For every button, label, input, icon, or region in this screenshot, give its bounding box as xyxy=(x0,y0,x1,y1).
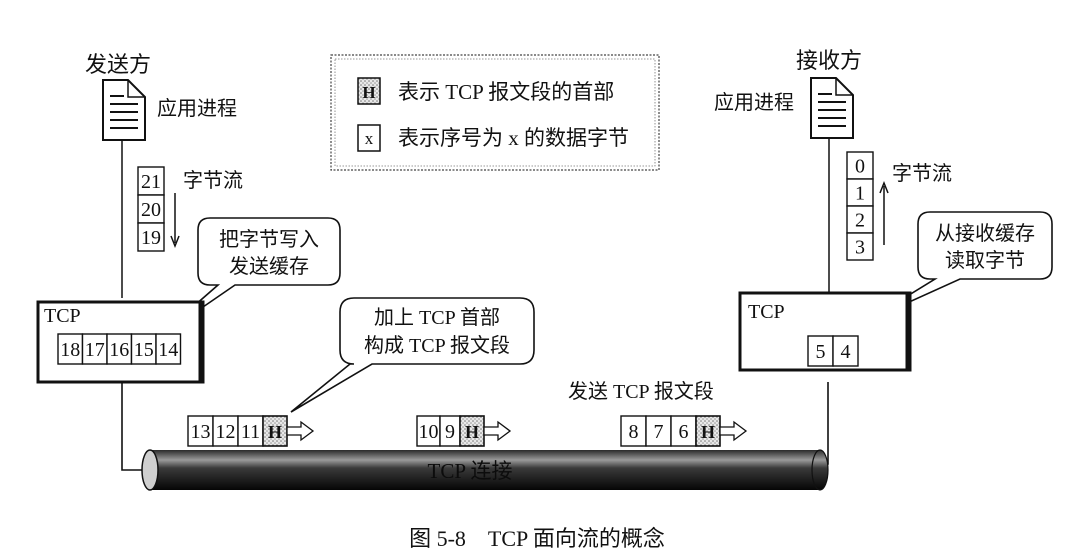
byte-label: 1 xyxy=(855,183,865,205)
svg-text:读取字节: 读取字节 xyxy=(945,249,1025,272)
byte-label: 15 xyxy=(134,339,154,361)
receiver-process-label: 应用进程 xyxy=(714,91,794,114)
direction-arrow-icon xyxy=(483,420,512,442)
byte-label: 5 xyxy=(816,341,826,363)
byte-label: 11 xyxy=(241,421,260,443)
byte-label: 10 xyxy=(419,421,439,443)
byte-cell: 4 xyxy=(832,335,859,367)
byte-cell: 21 xyxy=(137,166,165,196)
sender-stream-arrow xyxy=(170,193,180,249)
byte-cell: 15 xyxy=(130,333,157,365)
byte-cell: 17 xyxy=(81,333,108,365)
sender-stream-label: 字节流 xyxy=(183,169,243,192)
figure-caption: 图 5-8 TCP 面向流的概念 xyxy=(409,526,665,551)
receiver-stream-arrow xyxy=(879,180,889,245)
byte-cell: 9 xyxy=(439,415,461,447)
byte-label: 3 xyxy=(855,237,865,259)
header-symbol: H xyxy=(701,422,715,442)
byte-cell: 12 xyxy=(212,415,239,447)
middle-callout: 加上 TCP 首部 构成 TCP 报文段 xyxy=(290,297,535,413)
legend-header-text: 表示 TCP 报文段的首部 xyxy=(398,80,614,104)
header-symbol: H xyxy=(268,422,282,442)
receiver-document-icon xyxy=(810,77,854,139)
sender-title: 发送方 xyxy=(85,52,151,77)
legend: H 表示 TCP 报文段的首部 x 表示序号为 x 的数据字节 xyxy=(330,54,660,171)
byte-label: 18 xyxy=(60,339,80,361)
tcp-connection-pipe: TCP 连接 xyxy=(121,382,829,491)
byte-cell: 11 xyxy=(237,415,264,447)
legend-header-icon: H xyxy=(357,77,381,105)
svg-text:x: x xyxy=(365,129,374,148)
byte-cell: 18 xyxy=(57,333,84,365)
direction-arrow-icon xyxy=(286,420,315,442)
byte-cell: 7 xyxy=(645,415,672,447)
legend-byte-text: 表示序号为 x 的数据字节 xyxy=(398,126,629,150)
byte-cell: 10 xyxy=(416,415,441,447)
connection-label: TCP 连接 xyxy=(428,459,513,483)
byte-cell: 19 xyxy=(137,222,165,252)
byte-label: 13 xyxy=(191,421,211,443)
byte-cell: 8 xyxy=(620,415,647,447)
byte-label: 20 xyxy=(141,199,161,221)
receiver-callout: 从接收缓存 读取字节 xyxy=(864,211,1053,323)
byte-label: 19 xyxy=(141,227,161,249)
byte-cell: 0 xyxy=(846,151,874,180)
direction-arrow-icon xyxy=(719,420,748,442)
byte-label: 4 xyxy=(841,341,851,363)
byte-cell: 2 xyxy=(846,205,874,234)
byte-cell: 6 xyxy=(670,415,697,447)
legend-byte-icon: x xyxy=(357,124,381,152)
svg-text:构成 TCP 报文段: 构成 TCP 报文段 xyxy=(364,334,510,357)
segment-header: H xyxy=(459,415,485,447)
segment-header: H xyxy=(262,415,288,447)
svg-text:把字节写入: 把字节写入 xyxy=(219,228,319,251)
receiver-title: 接收方 xyxy=(796,48,862,73)
byte-label: 21 xyxy=(141,171,161,193)
svg-text:从接收缓存: 从接收缓存 xyxy=(935,222,1035,245)
sender-document-icon xyxy=(102,79,146,141)
svg-text:加上 TCP 首部: 加上 TCP 首部 xyxy=(374,306,500,329)
byte-label: 12 xyxy=(216,421,236,443)
byte-label: 2 xyxy=(855,210,865,232)
byte-cell: 14 xyxy=(155,333,182,365)
send-segment-label: 发送 TCP 报文段 xyxy=(568,380,714,403)
segment-header: H xyxy=(695,415,721,447)
byte-cell: 1 xyxy=(846,178,874,207)
receiver-tcp-label: TCP xyxy=(748,301,785,323)
byte-cell: 20 xyxy=(137,194,165,224)
byte-label: 16 xyxy=(109,339,129,361)
byte-cell: 16 xyxy=(106,333,133,365)
byte-label: 0 xyxy=(855,156,865,178)
byte-label: 8 xyxy=(629,421,639,443)
sender-callout: 把字节写入 发送缓存 xyxy=(154,217,341,341)
byte-cell: 13 xyxy=(187,415,214,447)
byte-label: 14 xyxy=(158,339,178,361)
sender: 发送方 应用进程 21 20 19 字节流 把字节写入 发送缓存 TCP 18 xyxy=(36,52,341,384)
byte-label: 6 xyxy=(679,421,689,443)
receiver-stream-label: 字节流 xyxy=(892,162,952,185)
svg-text:H: H xyxy=(362,83,375,102)
byte-cell: 3 xyxy=(846,232,874,261)
byte-label: 17 xyxy=(85,339,105,361)
svg-text:发送缓存: 发送缓存 xyxy=(229,255,309,278)
byte-cell: 5 xyxy=(807,335,834,367)
sender-byte-stream: 21 20 19 xyxy=(137,166,165,252)
sender-tcp-label: TCP xyxy=(44,305,81,327)
byte-label: 9 xyxy=(445,421,455,443)
header-symbol: H xyxy=(465,422,479,442)
byte-label: 7 xyxy=(654,421,664,443)
sender-process-label: 应用进程 xyxy=(157,97,237,120)
receiver-byte-stream: 0 1 2 3 xyxy=(846,151,874,261)
